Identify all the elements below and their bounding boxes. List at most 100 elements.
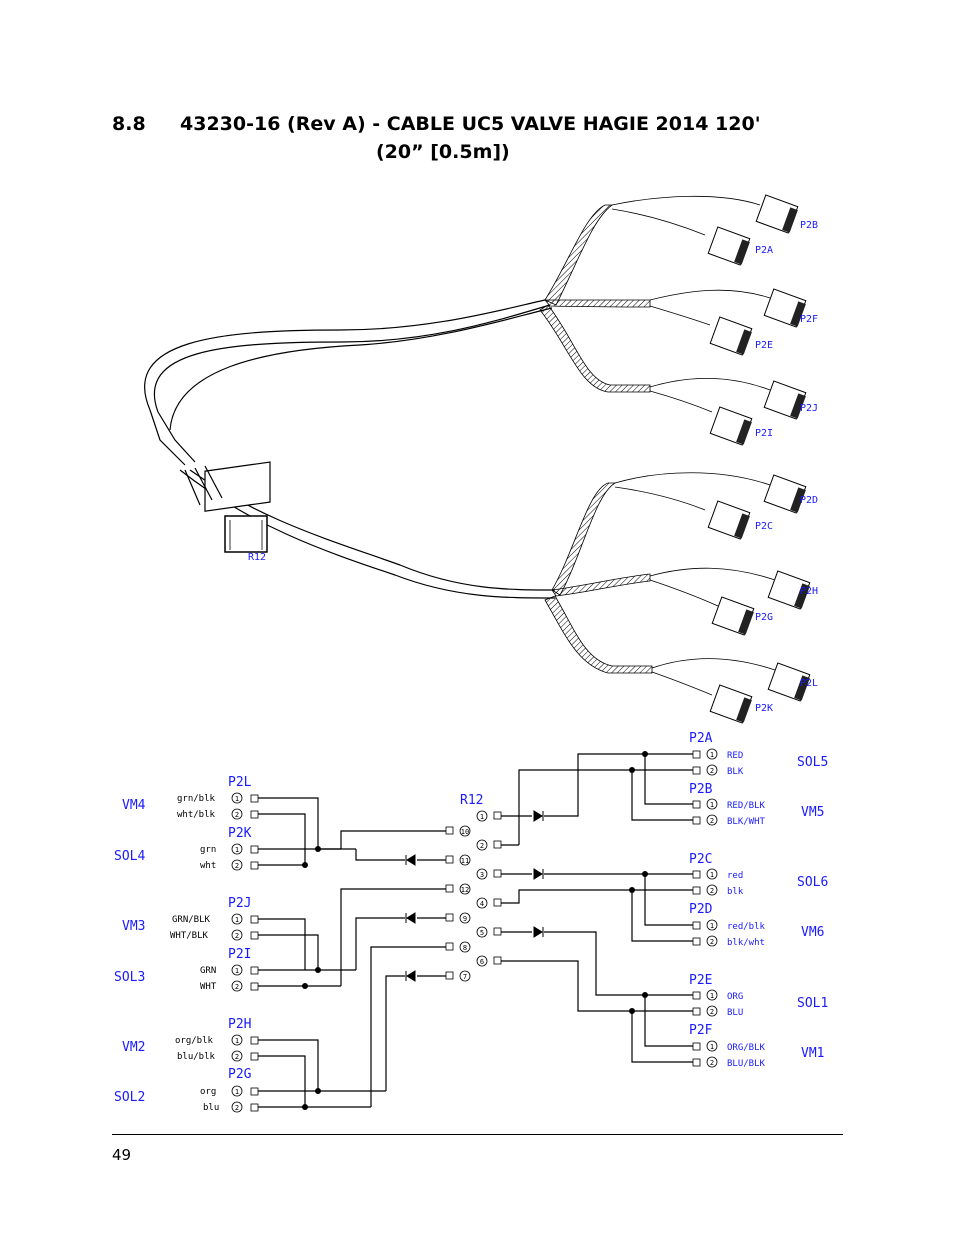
r12-pin-7: 7 bbox=[463, 973, 467, 981]
connector-p2j: P2J bbox=[228, 896, 251, 911]
wire-label: BLK bbox=[727, 767, 744, 777]
pin-number: 1 bbox=[235, 916, 239, 924]
conn-label-p2j: P2J bbox=[800, 403, 818, 414]
pin-number: 1 bbox=[710, 922, 714, 930]
pin-number: 2 bbox=[710, 767, 714, 775]
device-vm3: VM3 bbox=[122, 919, 145, 934]
wire-label: WHT bbox=[200, 982, 217, 992]
schematic: R12 10 11 12 9 bbox=[114, 731, 828, 1113]
wire-label: GRN/BLK bbox=[172, 915, 211, 925]
device-vm1: VM1 bbox=[801, 1046, 824, 1061]
left-groups: VM4 P2L grn/blk wht/blk SOL4 P2K grn wht… bbox=[114, 775, 446, 1113]
conn-label-p2a: P2A bbox=[755, 245, 773, 256]
conn-label-p2c: P2C bbox=[755, 521, 773, 532]
wire-label: red/blk bbox=[727, 922, 766, 932]
pin-number: 1 bbox=[235, 795, 239, 803]
r12-pin-6: 6 bbox=[480, 958, 484, 966]
footer-rule bbox=[112, 1134, 843, 1135]
pin-number: 1 bbox=[235, 1037, 239, 1045]
r12-pin-4: 4 bbox=[480, 900, 484, 908]
page-number: 49 bbox=[112, 1146, 132, 1164]
wire-label: BLU bbox=[727, 1008, 743, 1018]
r12-pin-2: 2 bbox=[480, 842, 484, 850]
connector-p2b: P2B bbox=[689, 782, 713, 797]
wire-label: blk/wht bbox=[727, 938, 765, 948]
connector-p2i: P2I bbox=[228, 947, 251, 962]
wire-label: RED bbox=[727, 751, 743, 761]
conn-label-p2l: P2L bbox=[800, 678, 818, 689]
pin-number: 1 bbox=[710, 992, 714, 1000]
conn-label-p2e: P2E bbox=[755, 340, 773, 351]
conn-label-p2d: P2D bbox=[800, 495, 818, 506]
wire-label: wht/blk bbox=[177, 810, 216, 820]
section-title-line1: 43230-16 (Rev A) - CABLE UC5 VALVE HAGIE… bbox=[180, 113, 761, 135]
connector-p2h: P2H bbox=[228, 1017, 251, 1032]
pin-number: 1 bbox=[235, 846, 239, 854]
connector-p2k: P2K bbox=[228, 826, 252, 841]
section-title-line2: (20” [0.5m]) bbox=[376, 141, 510, 163]
wire-label: red bbox=[727, 871, 743, 881]
connector-p2f: P2F bbox=[689, 1023, 713, 1038]
pin-number: 1 bbox=[710, 871, 714, 879]
pin-number: 2 bbox=[235, 1053, 239, 1061]
wire-label: ORG bbox=[727, 992, 743, 1002]
pin-number: 1 bbox=[235, 1088, 239, 1096]
pin-number: 2 bbox=[710, 938, 714, 946]
device-sol2: SOL2 bbox=[114, 1090, 145, 1105]
pin-number: 2 bbox=[710, 1008, 714, 1016]
device-vm5: VM5 bbox=[801, 805, 824, 820]
right-groups: SOL5 P2A RED BLK VM5 P2B RED/BLK BLK/WHT… bbox=[501, 731, 828, 1069]
wire-label: ORG/BLK bbox=[727, 1043, 766, 1053]
conn-label-p2g: P2G bbox=[755, 612, 773, 623]
r12-pin-10: 10 bbox=[461, 828, 469, 836]
pin-number: 1 bbox=[235, 967, 239, 975]
r12-pin-12: 12 bbox=[461, 886, 469, 894]
r12-pin-11: 11 bbox=[461, 857, 469, 865]
r12-schematic-label: R12 bbox=[460, 793, 483, 808]
conn-label-p2i: P2I bbox=[755, 428, 773, 439]
wire-label: GRN bbox=[200, 966, 216, 976]
r12-connector-label: R12 bbox=[248, 552, 266, 563]
connector-p2e: P2E bbox=[689, 973, 712, 988]
pin-number: 2 bbox=[235, 1104, 239, 1112]
pin-number: 2 bbox=[710, 887, 714, 895]
r12-pin-grid: 10 11 12 9 8 7 1 2 3 4 5 6 bbox=[445, 810, 502, 982]
device-sol6: SOL6 bbox=[797, 875, 828, 890]
r12-pin-8: 8 bbox=[463, 944, 467, 952]
pin-number: 2 bbox=[710, 1059, 714, 1067]
wire-label: grn bbox=[200, 845, 216, 855]
wire-label: blu/blk bbox=[177, 1052, 216, 1062]
r12-pin-3: 3 bbox=[480, 871, 484, 879]
pin-number: 2 bbox=[235, 983, 239, 991]
device-vm4: VM4 bbox=[122, 798, 146, 813]
conn-label-p2b: P2B bbox=[800, 220, 818, 231]
r12-pin-9: 9 bbox=[463, 915, 467, 923]
conn-label-p2k: P2K bbox=[755, 703, 773, 714]
device-sol3: SOL3 bbox=[114, 970, 145, 985]
device-sol5: SOL5 bbox=[797, 755, 828, 770]
pin-number: 1 bbox=[710, 801, 714, 809]
wire-label: BLK/WHT bbox=[727, 817, 766, 827]
r12-pin-1: 1 bbox=[480, 813, 484, 821]
wire-label: blu bbox=[203, 1103, 219, 1113]
conn-label-p2f: P2F bbox=[800, 314, 818, 325]
pin-number: 1 bbox=[710, 1043, 714, 1051]
connector-p2d: P2D bbox=[689, 902, 713, 917]
device-vm2: VM2 bbox=[122, 1040, 145, 1055]
pin-number: 1 bbox=[710, 751, 714, 759]
cable-illustration: R12 bbox=[144, 194, 818, 724]
pin-number: 2 bbox=[710, 817, 714, 825]
wire-label: org/blk bbox=[175, 1036, 214, 1046]
r12-pin-5: 5 bbox=[480, 929, 484, 937]
connector-p2g: P2G bbox=[228, 1067, 252, 1082]
wire-label: blk bbox=[727, 887, 744, 897]
wire-label: wht bbox=[200, 861, 216, 871]
connector-p2l: P2L bbox=[228, 775, 252, 790]
device-vm6: VM6 bbox=[801, 925, 824, 940]
connector-p2a: P2A bbox=[689, 731, 713, 746]
device-sol4: SOL4 bbox=[114, 849, 145, 864]
pin-number: 2 bbox=[235, 932, 239, 940]
wire-label: grn/blk bbox=[177, 794, 216, 804]
conn-label-p2h: P2H bbox=[800, 586, 818, 597]
